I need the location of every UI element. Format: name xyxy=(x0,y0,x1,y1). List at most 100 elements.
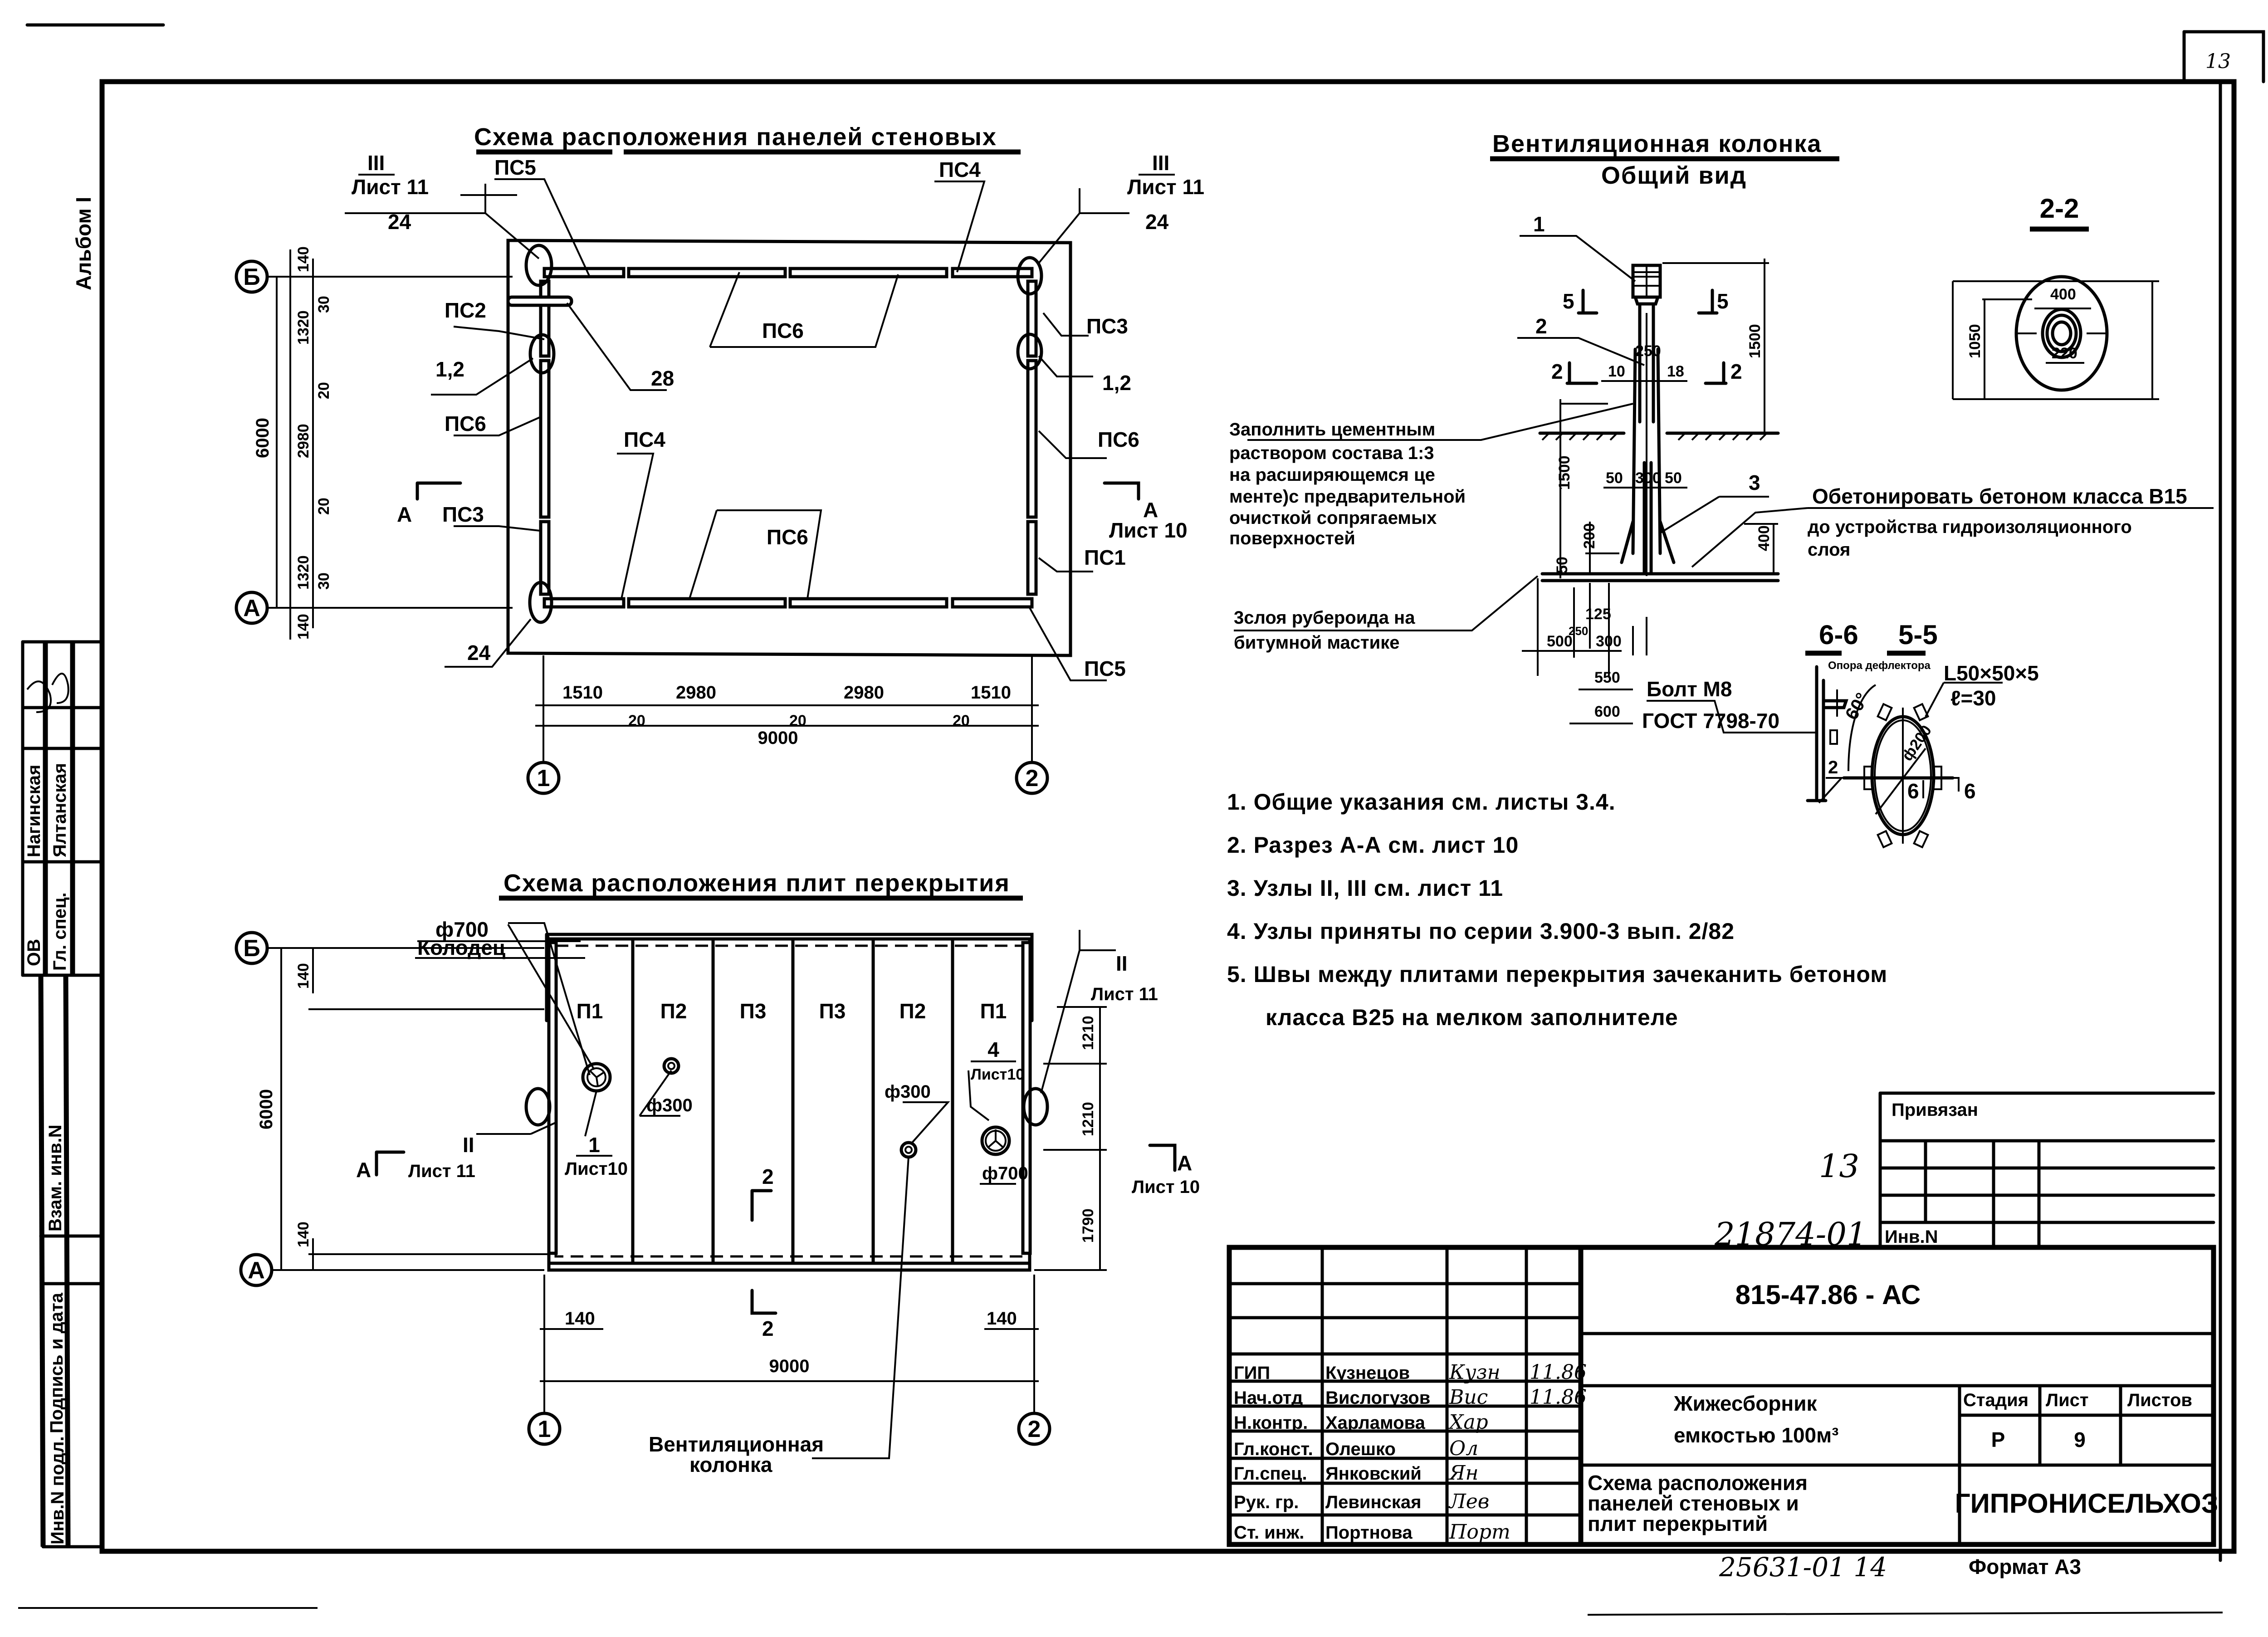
slab-dim-left-6000: 6000 xyxy=(256,1089,276,1129)
panel-top-2 xyxy=(627,267,787,279)
slab-label-5: П2 xyxy=(899,999,926,1023)
note-3: 3. Узлы II, III см. лист 11 xyxy=(1227,875,1503,901)
panel-bottom-1 xyxy=(543,597,626,609)
wall-dim-v-20-bottom: 20 xyxy=(315,498,332,515)
sig-role-3: Гл.конст. xyxy=(1234,1439,1313,1459)
drawing-title-1: Схема расположения xyxy=(1588,1471,1808,1495)
slab-axis-a[interactable] xyxy=(239,1253,274,1287)
sheets-header: Листов xyxy=(2127,1390,2192,1410)
node-circle-bl xyxy=(528,581,553,624)
sig-name-5: Левинская xyxy=(1325,1492,1422,1512)
label-ps4-top: ПС4 xyxy=(939,158,981,181)
signature-row: Гл.конст. Олешко Ол xyxy=(1234,1437,1478,1460)
slab-section-a-right: А xyxy=(1177,1151,1192,1175)
vent-mark-3: 3 xyxy=(1749,471,1760,494)
wall-dim-total-v: 6000 xyxy=(253,418,273,458)
wall-dim-v-2980: 2980 xyxy=(295,424,312,458)
slabs-plan-title: Схема расположения плит перекрытия xyxy=(503,870,1010,897)
slab-axis-2[interactable] xyxy=(1017,1412,1051,1446)
binding-stamp-inv: Инв.N xyxy=(1885,1227,1938,1247)
wall-axis-2-label: 2 xyxy=(1026,765,1039,792)
slab-label-2: П2 xyxy=(660,999,687,1023)
signature-row: Нач.отд Вислогузов Вис 11.86 xyxy=(1234,1386,1587,1409)
slab-section-2-bottom: 2 xyxy=(762,1317,774,1340)
vent-dim-w125: 125 xyxy=(1585,606,1611,623)
section-5-5-length: ℓ=30 xyxy=(1950,686,1996,710)
wall-dim-h-2980-2: 2980 xyxy=(844,683,884,703)
handwritten-13: 13 xyxy=(1819,1148,1859,1185)
slab-section-a-left: А xyxy=(356,1158,371,1182)
sig-sign-1: Вис xyxy=(1449,1386,1488,1409)
vent-note-fill-3: на расширяющемся це xyxy=(1229,465,1435,485)
wall-dim-h-1510-right: 1510 xyxy=(971,683,1011,703)
sheet-value: 9 xyxy=(2074,1428,2086,1451)
panel-bottom-2 xyxy=(627,597,787,609)
slab-axis-1[interactable] xyxy=(527,1412,562,1446)
bottom-ref: 25631-01 14 xyxy=(1719,1552,1887,1583)
label-28: 28 xyxy=(651,366,674,390)
sig-role-0: ГИП xyxy=(1234,1363,1270,1383)
wall-dim-total-h: 9000 xyxy=(758,728,798,748)
album-label: Альбом I xyxy=(72,197,95,290)
slab-dim-bottom-9000: 9000 xyxy=(769,1356,810,1376)
wall-section-a-right: А xyxy=(1143,498,1158,522)
label-node-12-left: 1,2 xyxy=(435,357,464,381)
vent-note-fill-5: очисткой сопрягаемых xyxy=(1229,508,1437,528)
label-node-1-sheet: Лист10 xyxy=(565,1159,628,1179)
vent-subtitle: Общий вид xyxy=(1601,162,1747,189)
wall-dim-h-20-3: 20 xyxy=(953,712,970,729)
slab-dim-bottom-140-left: 140 xyxy=(565,1309,595,1329)
vent-title: Вентиляционная колонка xyxy=(1492,130,1822,157)
side-gl-spec-label: Гл. спец. xyxy=(50,892,70,971)
sig-name-3: Олешко xyxy=(1325,1439,1396,1459)
section-6-6-bolt: Болт М8 xyxy=(1647,677,1732,701)
panel-ps2 xyxy=(506,295,573,307)
panel-top-3 xyxy=(788,267,948,279)
label-ps3-left: ПС3 xyxy=(442,503,484,526)
label-ps6-top: ПС6 xyxy=(762,319,804,342)
signature-row: Ст. инж. Портнова Порт xyxy=(1234,1520,1510,1544)
section-5-5-mark-6a: 6 xyxy=(1907,779,1919,803)
vent-dim-bottom-height: 1500 xyxy=(1556,455,1573,490)
vent-dim-sleeve-50-left: 50 xyxy=(1606,469,1623,487)
wall-axis-1-label: 1 xyxy=(537,765,550,792)
drawing-title-2: панелей стеновых и xyxy=(1588,1491,1799,1515)
sig-name-6: Портнова xyxy=(1325,1523,1413,1543)
page-number: 13 xyxy=(2205,50,2231,73)
label-vent-column-2: колонка xyxy=(689,1453,772,1476)
vent-opening-left xyxy=(662,1057,680,1075)
label-node-II-left: II xyxy=(463,1133,474,1157)
wall-dim-h-20-2: 20 xyxy=(789,712,807,729)
drawing-title-3: плит перекрытий xyxy=(1588,1512,1768,1535)
slab-dim-bottom-140-right: 140 xyxy=(987,1309,1017,1329)
wall-axis-1[interactable] xyxy=(526,761,561,795)
vent-mark-1: 1 xyxy=(1533,212,1545,236)
slab-node-circle-left xyxy=(524,1087,552,1127)
vent-dim-w300: 300 xyxy=(1596,633,1622,650)
project-line-1: Жижесборник xyxy=(1673,1392,1817,1415)
section-6-6: 6-6 Опора дефлектора Болт М8 ГОСТ 7798-7… xyxy=(1642,620,1931,804)
sheet-header: Лист xyxy=(2046,1390,2089,1410)
label-d700-left: ф700 xyxy=(435,918,489,941)
sig-role-2: Н.контр. xyxy=(1234,1413,1308,1433)
vent-section-5-right: 5 xyxy=(1717,289,1729,313)
side-ov-name: Нагинская xyxy=(24,765,44,857)
wall-axis-2[interactable] xyxy=(1015,761,1049,795)
stage-value: Р xyxy=(1991,1428,2005,1451)
section-5-5-angle-label: L50×50×5 xyxy=(1944,661,2039,685)
slab-node-circle-right xyxy=(1022,1087,1049,1127)
wall-dim-v-1320-top: 1320 xyxy=(295,310,312,345)
vent-note-fill-4: менте)с предварительной xyxy=(1229,487,1466,507)
label-node-4: 4 xyxy=(987,1038,999,1061)
section-6-6-title: 6-6 xyxy=(1819,620,1858,650)
wall-node-tr-num: 24 xyxy=(1145,210,1169,234)
vent-dim-h50: 50 xyxy=(1554,557,1571,574)
sig-sign-2: Хар xyxy=(1448,1411,1488,1434)
label-vent-column: Вентиляционная xyxy=(649,1432,824,1456)
panel-top-1 xyxy=(543,267,626,279)
label-ps6-right: ПС6 xyxy=(1098,428,1139,451)
vent-dim-w600: 600 xyxy=(1594,703,1620,720)
vent-dim-h400: 400 xyxy=(1755,525,1773,551)
wall-node-tr-sheet: Лист 11 xyxy=(1127,175,1204,199)
